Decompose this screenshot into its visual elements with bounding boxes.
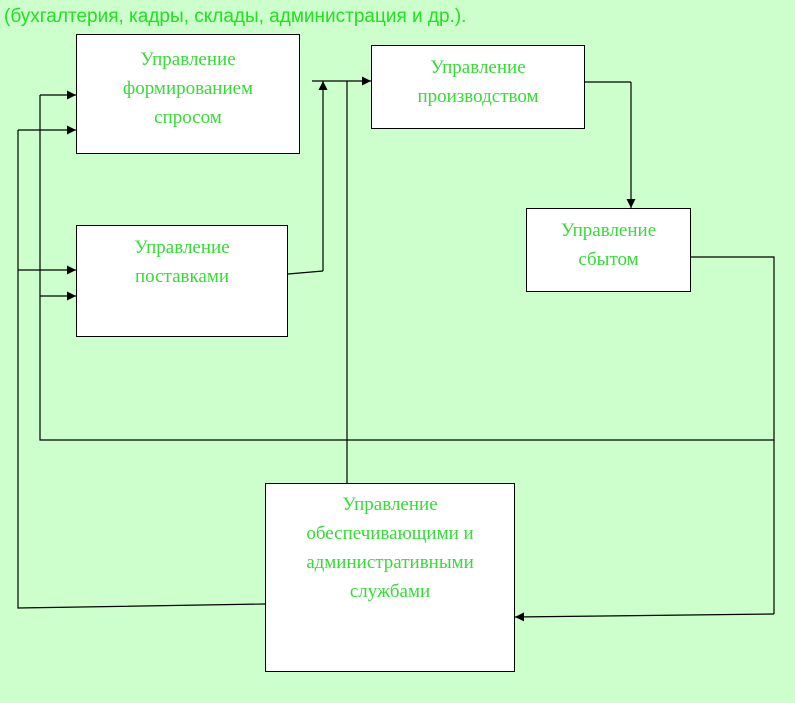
supply-management-box: Управление поставками bbox=[76, 225, 288, 337]
supply-label-line-2: поставками bbox=[134, 266, 230, 287]
admin-to-left-bus-line bbox=[17, 130, 266, 609]
sales-management-box: Управление сбытом bbox=[526, 208, 691, 292]
production-label-line-1: Управление bbox=[430, 57, 526, 78]
supply-label-line-1: Управление bbox=[134, 237, 230, 258]
demand-label-line-2: формированием bbox=[122, 78, 254, 99]
admin-label-line-1: Управление bbox=[342, 494, 438, 515]
demand-management-box: Управление формированием спросом bbox=[76, 34, 300, 154]
production-label-line-2: производством bbox=[417, 86, 539, 107]
sales-label-line-2: сбытом bbox=[578, 249, 639, 270]
sales-label-line-1: Управление bbox=[560, 220, 657, 241]
sales-to-admin-arrow bbox=[514, 612, 775, 622]
demand-label-line-3: спросом bbox=[154, 107, 222, 128]
supply-to-production-line bbox=[287, 270, 324, 275]
demand-label-line-1: Управление bbox=[140, 49, 236, 70]
admin-label-line-2: обеспечивающими и bbox=[306, 523, 474, 544]
page-subtitle: (бухгалтерия, кадры, склады, администрац… bbox=[4, 6, 467, 27]
admin-services-management-box: Управление обеспечивающими и администрат… bbox=[265, 483, 515, 672]
admin-label-line-3: административными bbox=[306, 552, 474, 573]
admin-label-line-4: службами bbox=[349, 581, 431, 602]
production-management-box: Управление производством bbox=[371, 45, 585, 129]
